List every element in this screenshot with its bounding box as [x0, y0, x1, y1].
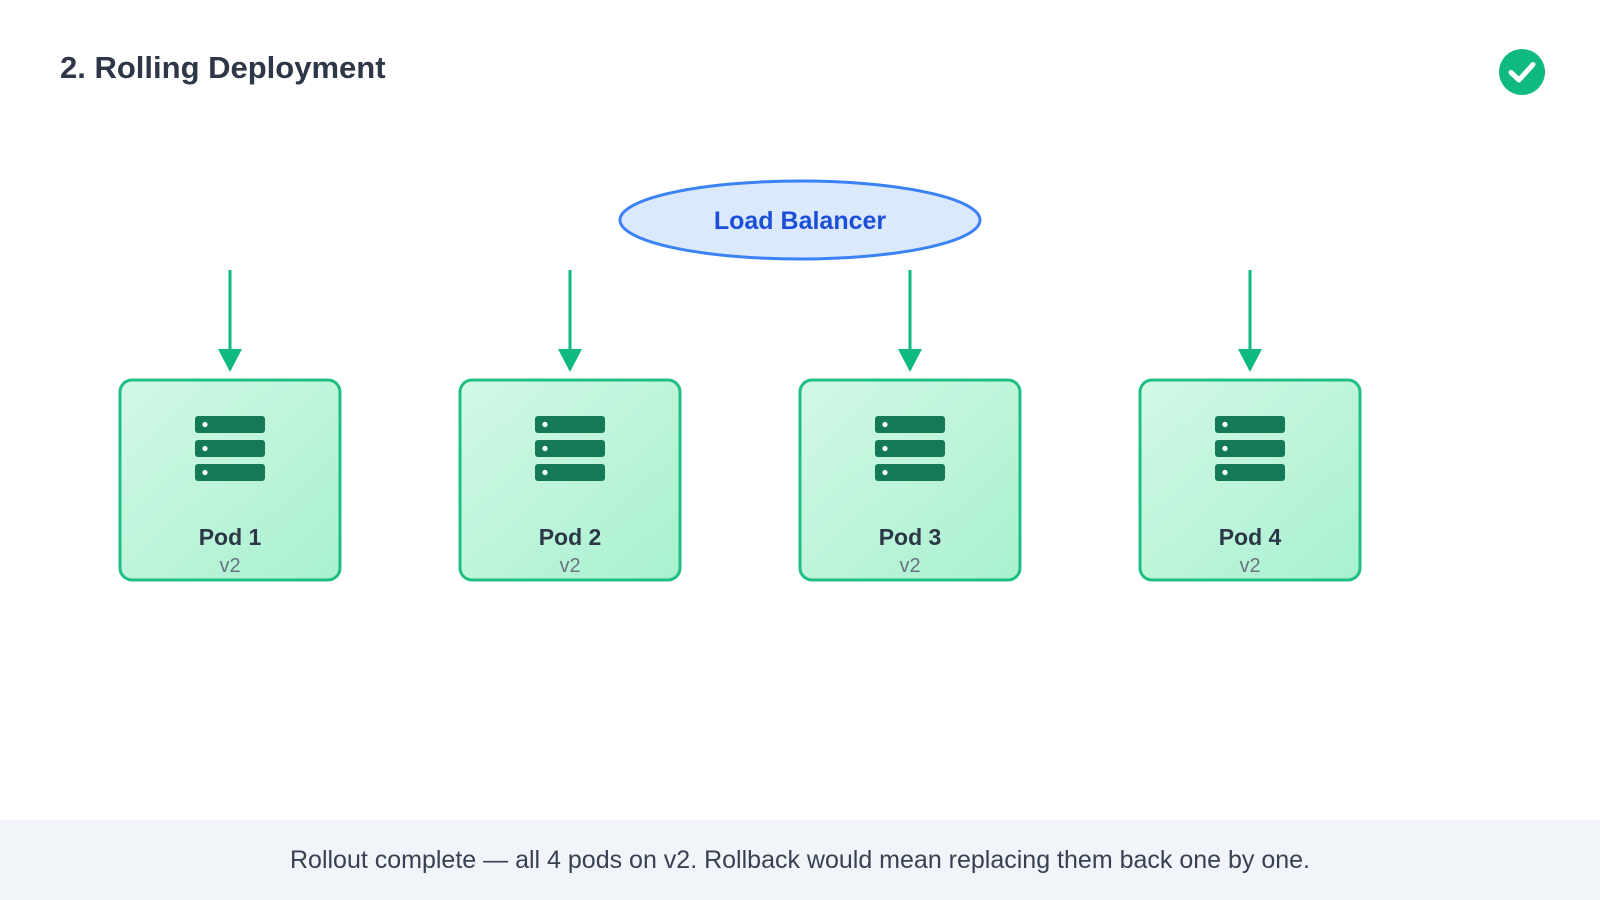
pods-group: Pod 1 v2 Pod 2 v2 Pod 3 v2 Pod 4 v2 — [118, 270, 1362, 582]
traffic-arrow — [1238, 270, 1262, 372]
check-circle-icon — [1499, 49, 1545, 95]
load-balancer: Load Balancer — [618, 179, 982, 261]
footer-bar: Rollout complete — all 4 pods on v2. Rol… — [0, 820, 1600, 900]
traffic-arrow — [558, 270, 582, 372]
pod-card: Pod 4 v2 — [1138, 378, 1362, 582]
pod-name: Pod 3 — [879, 524, 942, 550]
pod-card: Pod 2 v2 — [458, 378, 682, 582]
page-title: 2. Rolling Deployment — [60, 50, 386, 85]
pod-card: Pod 1 v2 — [118, 378, 342, 582]
footer-caption: Rollout complete — all 4 pods on v2. Rol… — [289, 845, 1311, 874]
server-icon — [195, 416, 265, 481]
pod-name: Pod 2 — [539, 524, 602, 550]
pod-version: v2 — [219, 555, 240, 577]
server-icon — [875, 416, 945, 481]
pod-name: Pod 4 — [1219, 524, 1282, 550]
server-icon — [535, 416, 605, 481]
pod-name: Pod 1 — [199, 524, 262, 550]
pod-version: v2 — [559, 555, 580, 577]
pod-version: v2 — [1239, 555, 1260, 577]
server-icon — [1215, 416, 1285, 481]
traffic-arrow — [218, 270, 242, 372]
traffic-arrow — [898, 270, 922, 372]
pod-version: v2 — [899, 555, 920, 577]
pod-card: Pod 3 v2 — [798, 378, 1022, 582]
load-balancer-label: Load Balancer — [714, 207, 887, 235]
